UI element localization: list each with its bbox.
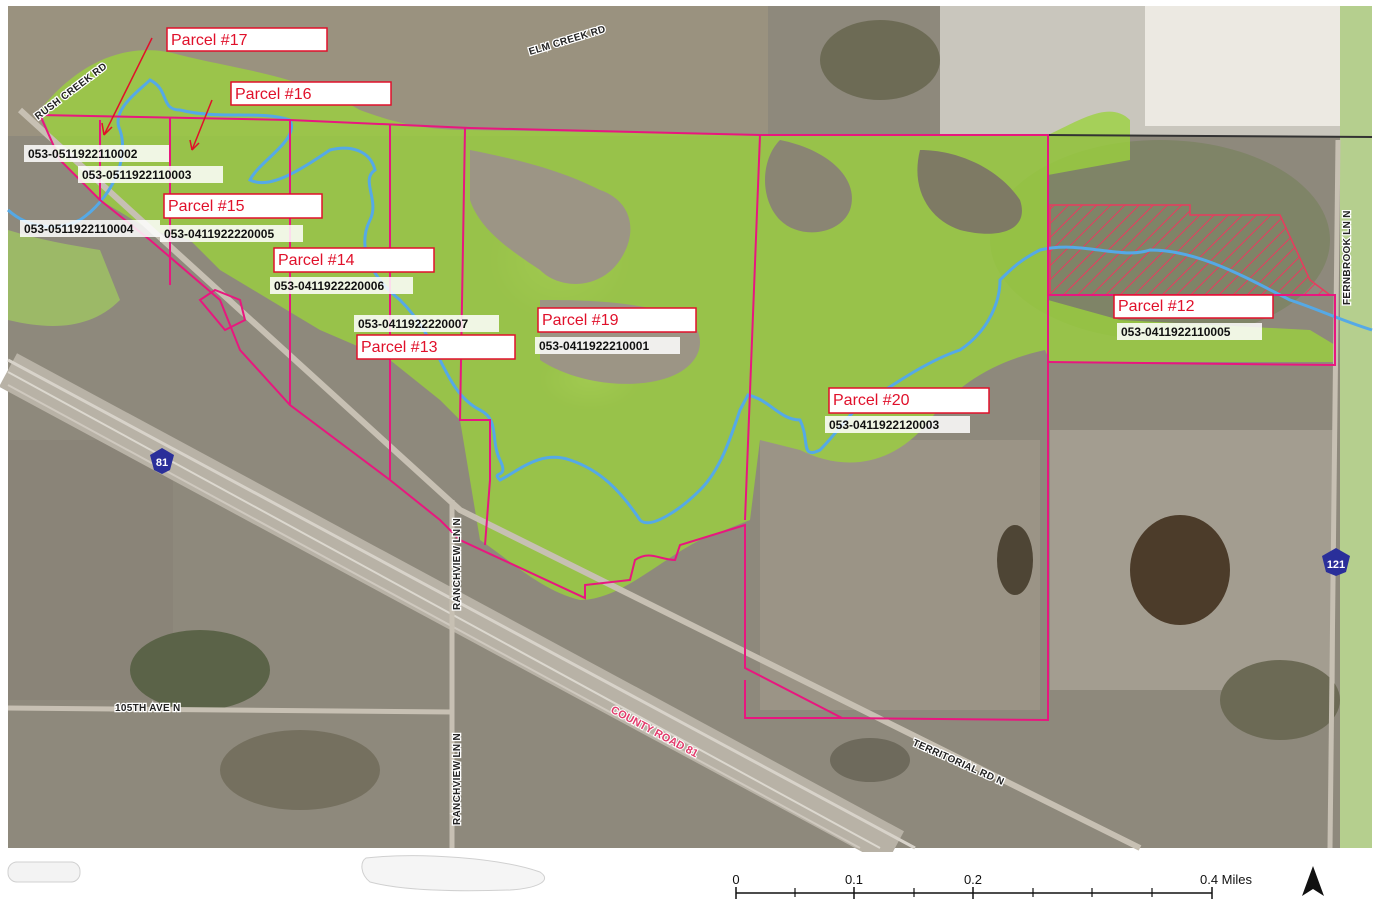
scale-tick-0: 0	[732, 872, 739, 887]
scale-tick-0-4: 0.4 Miles	[1200, 872, 1253, 887]
svg-text:Parcel #14: Parcel #14	[278, 252, 355, 269]
route-shield-121: 121	[1322, 548, 1350, 576]
redacted-logo-right	[361, 855, 546, 892]
parcel-id-17: 053-0511922110002	[28, 147, 138, 161]
parcel-id-15: 053-0411922220005	[164, 227, 274, 241]
svg-text:Parcel #15: Parcel #15	[168, 198, 245, 215]
parcel-label-17: Parcel #17	[166, 27, 328, 52]
parcel-id-12: 053-0411922110005	[1121, 325, 1231, 339]
parcel-id-20: 053-0411922120003	[829, 418, 939, 432]
scale-tick-0-1: 0.1	[845, 872, 863, 887]
parcel-label-16: Parcel #16	[230, 81, 392, 106]
svg-text:Parcel #19: Parcel #19	[542, 312, 619, 329]
parcel-id-extra: 053-0511922110004	[24, 222, 134, 236]
parcel-id-14: 053-0411922220006	[274, 279, 384, 293]
road-label-ranchview-lower: RANCHVIEW LN N	[452, 733, 463, 825]
redacted-logo-left	[7, 861, 81, 883]
scale-bar: 0 0.1 0.2 0.4 Miles	[732, 872, 1253, 899]
road-label-ranchview-upper: RANCHVIEW LN N	[452, 518, 463, 610]
svg-text:Parcel #20: Parcel #20	[833, 392, 910, 409]
parcel-label-15: Parcel #15	[163, 193, 323, 219]
svg-text:Parcel #12: Parcel #12	[1118, 298, 1195, 315]
leader-arrows	[101, 37, 213, 151]
parcel-id-13: 053-0411922220007	[358, 317, 468, 331]
parcel-id-16: 053-0511922110003	[82, 168, 192, 182]
parcel-id-19: 053-0411922210001	[539, 339, 649, 353]
parcel-label-19: Parcel #19	[537, 307, 697, 333]
north-arrow-icon	[1302, 866, 1324, 896]
scale-tick-0-2: 0.2	[964, 872, 982, 887]
svg-text:121: 121	[1327, 559, 1345, 571]
parcel-label-13: Parcel #13	[356, 334, 516, 360]
svg-text:Parcel #16: Parcel #16	[235, 86, 312, 103]
svg-text:Parcel #13: Parcel #13	[361, 339, 438, 356]
road-label-105th: 105TH AVE N	[115, 703, 181, 714]
stream	[6, 78, 1373, 525]
svg-text:Parcel #17: Parcel #17	[171, 32, 248, 49]
map-footer	[0, 852, 1380, 905]
road-label-fernbrook: FERNBROOK LN N	[1342, 210, 1353, 305]
parcel-label-12: Parcel #12	[1113, 294, 1274, 319]
road-network	[0, 107, 1373, 865]
parcel-label-14: Parcel #14	[273, 247, 435, 273]
parcel-id-labels: 053-0511922110002 053-0511922110003 053-…	[20, 145, 1262, 433]
route-shield-81: 81	[150, 448, 174, 474]
svg-text:81: 81	[156, 457, 168, 469]
parcel-label-20: Parcel #20	[828, 387, 990, 414]
